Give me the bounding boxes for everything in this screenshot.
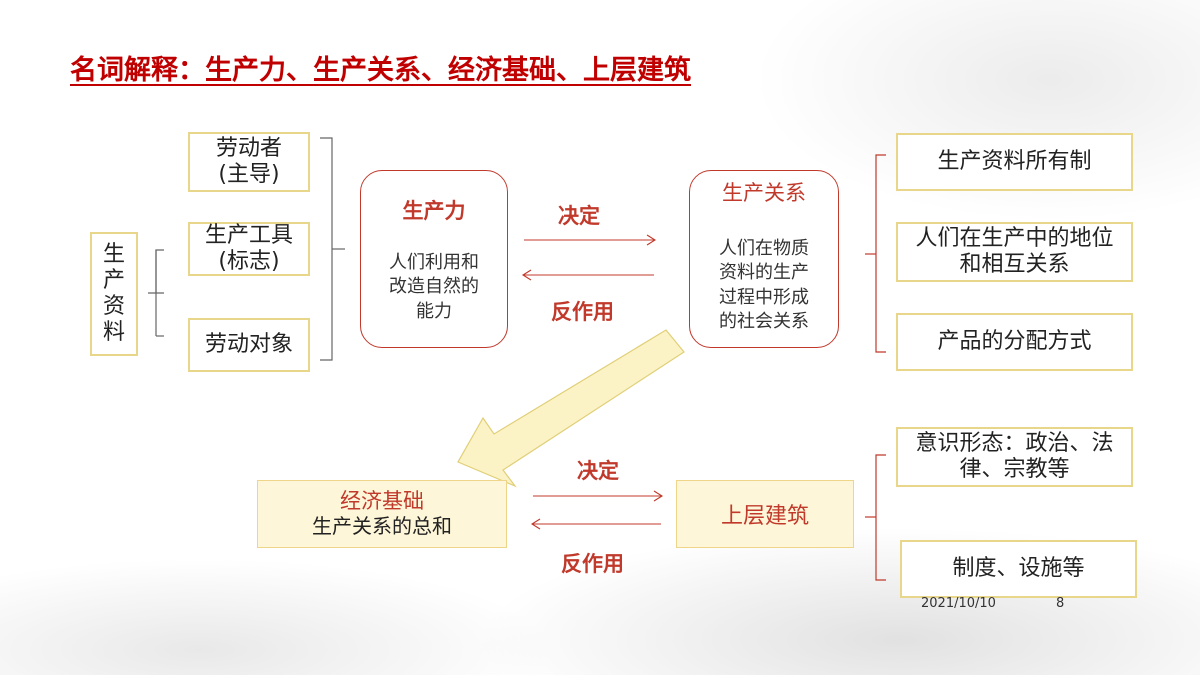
- relations-of-production-title: 生产关系: [722, 181, 806, 205]
- component-institutions: 制度、设施等: [900, 540, 1137, 598]
- item-tools-line2: (标志): [218, 249, 280, 274]
- footer-date: 2021/10/10: [921, 596, 996, 611]
- economic-base-desc: 生产关系的总和: [312, 514, 452, 539]
- component-ownership: 生产资料所有制: [896, 133, 1133, 191]
- superstructure-title: 上层建筑: [720, 504, 809, 529]
- determines-label-bottom: 决定: [577, 459, 619, 483]
- productive-forces-title: 生产力: [402, 199, 466, 223]
- relations-of-production-box: 生产关系 人们在物质 资料的生产 过程中形成 的社会关系: [689, 170, 839, 348]
- means-of-production-char: 资: [102, 294, 125, 319]
- productive-forces-desc-line: 能力: [416, 300, 452, 322]
- means-of-production-char: 生: [102, 242, 125, 268]
- component-status-relations: 人们在生产中的地位和相互关系: [896, 222, 1133, 282]
- component-ideology: 意识形态：政治、法律、宗教等: [896, 427, 1133, 487]
- reacts-label-bottom: 反作用: [561, 552, 624, 576]
- relations-desc-line: 人们在物质: [719, 238, 809, 259]
- item-tools: 生产工具 (标志): [188, 222, 310, 276]
- economic-base-box: 经济基础 生产关系的总和: [257, 480, 507, 548]
- means-of-production-char: 料: [102, 319, 125, 345]
- relations-desc-line: 资料的生产: [719, 262, 809, 284]
- means-of-production-box: 生 产 资 料: [90, 232, 138, 356]
- slide-title: 名词解释：生产力、生产关系、经济基础、上层建筑: [70, 55, 691, 86]
- item-laborer-line2: (主导): [218, 162, 280, 187]
- superstructure-box: 上层建筑: [676, 480, 854, 548]
- item-labor-object-line1: 劳动对象: [204, 331, 293, 357]
- economic-base-title: 经济基础: [340, 488, 424, 513]
- item-tools-line1: 生产工具: [204, 222, 293, 248]
- item-labor-object: 劳动对象: [188, 318, 310, 372]
- item-laborer: 劳动者 (主导): [188, 132, 310, 192]
- means-of-production-char: 产: [102, 268, 125, 294]
- productive-forces-desc-line: 改造自然的: [389, 276, 479, 298]
- productive-forces-box: 生产力 人们利用和 改造自然的 能力: [360, 170, 508, 348]
- relations-desc-line: 过程中形成: [719, 286, 809, 308]
- productive-forces-desc-line: 人们利用和: [389, 252, 479, 273]
- component-distribution: 产品的分配方式: [896, 313, 1133, 371]
- relations-desc-line: 的社会关系: [719, 310, 809, 332]
- reacts-label-top: 反作用: [551, 300, 614, 324]
- determines-label-top: 决定: [558, 204, 600, 228]
- footer-page-number: 8: [1056, 596, 1065, 611]
- item-laborer-line1: 劳动者: [215, 135, 282, 161]
